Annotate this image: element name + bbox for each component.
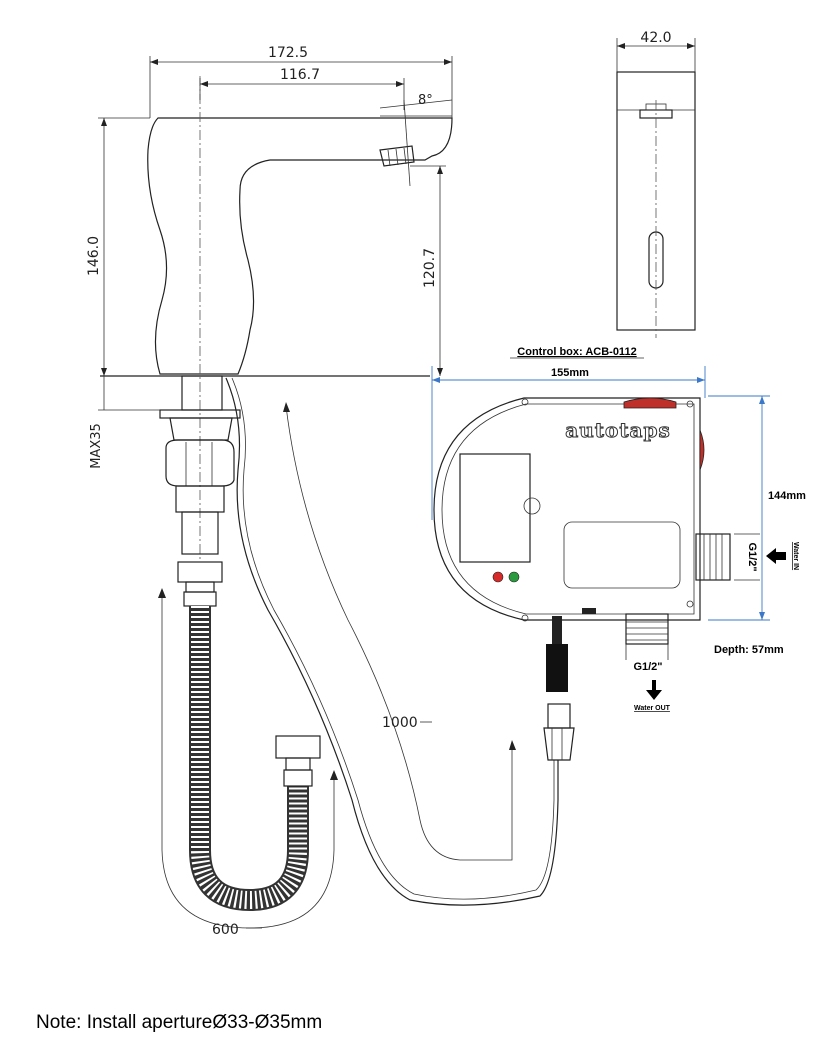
water-out-label: Water OUT — [634, 705, 671, 712]
outlet-thread: G1/2" — [633, 661, 662, 673]
faucet-side-view: 172.5 116.7 8° 146.0 120.7 MAX35 1000 60… — [86, 45, 575, 938]
red-cap — [623, 397, 677, 409]
dim-cable-length: 1000 — [382, 715, 418, 731]
control-box: Control box: ACB-0112 155mm 144mm autota… — [431, 346, 806, 712]
control-box-title: Control box: ACB-0112 — [517, 346, 636, 358]
dim-max-deck: MAX35 — [89, 423, 104, 469]
control-box-width: 155mm — [551, 367, 589, 379]
inlet-thread: G1/2" — [746, 542, 758, 571]
green-indicator-light — [508, 571, 520, 583]
dim-hose-length: 600 — [212, 922, 239, 938]
dim-front-width: 42.0 — [640, 30, 671, 46]
water-out-arrow-icon — [646, 680, 662, 700]
dim-overall-length: 172.5 — [268, 45, 308, 61]
dim-spout-reach: 116.7 — [280, 67, 320, 83]
water-in-arrow-icon — [766, 548, 786, 564]
dim-spout-angle: 8° — [418, 93, 433, 108]
dim-overall-height: 146.0 — [86, 236, 102, 276]
control-box-depth: Depth: 57mm — [714, 644, 784, 656]
red-indicator-light — [492, 571, 504, 583]
faucet-front-view: 42.0 — [616, 30, 696, 338]
brand-logo: autotaps — [565, 418, 671, 442]
dim-outlet-height: 120.7 — [422, 248, 438, 288]
install-note: Note: Install apertureØ33-Ø35mm — [36, 1012, 323, 1033]
control-box-height: 144mm — [768, 490, 806, 502]
water-in-label: Water IN — [792, 542, 799, 570]
